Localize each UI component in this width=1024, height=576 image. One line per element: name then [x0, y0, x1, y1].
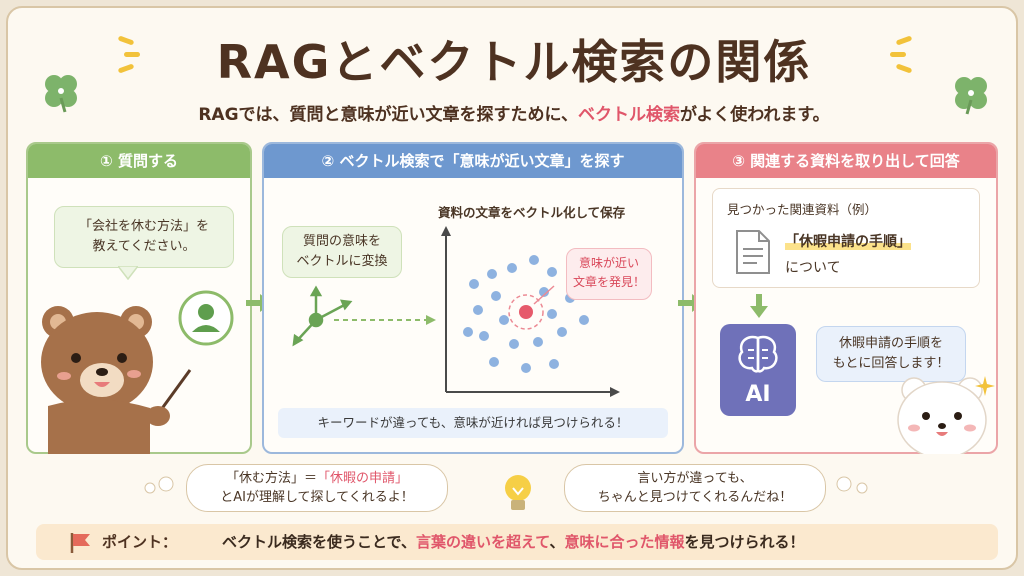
- found-title: 見つかった関連資料（例）: [727, 202, 878, 217]
- document-vector-dot: [479, 331, 489, 341]
- convert-line: ベクトルに変換: [296, 254, 388, 269]
- point-label: ポイント：: [102, 533, 178, 551]
- document-vector-dot: [547, 267, 557, 277]
- thought-line: ちゃんと見つけてくれるんだね！: [597, 490, 793, 505]
- document-vector-dot: [499, 315, 509, 325]
- question-line: 教えてください。: [92, 239, 196, 254]
- document-about: について: [785, 260, 841, 276]
- brain-icon: [738, 335, 778, 373]
- notice-bar: キーワードが違っても、意味が近ければ見つけられる！: [278, 408, 668, 438]
- question-line: 「会社を休む方法」を: [78, 219, 209, 234]
- found-line: 文章を発見！: [572, 275, 645, 289]
- down-arrow-icon: [750, 294, 768, 318]
- document-vector-dot: [547, 309, 557, 319]
- document-vector-dot: [533, 337, 543, 347]
- clover-icon: [955, 77, 987, 115]
- answer-bubble: 休暇申請の手順を もとに回答します！: [816, 326, 966, 382]
- question-bubble: 「会社を休む方法」を 教えてください。: [54, 206, 234, 268]
- document-vector-dot: [549, 359, 559, 369]
- white-bear-illustration: [897, 377, 987, 454]
- infographic-frame: RAGとベクトル検索の関係 RAGでは、質問と意味が近い文章を探すために、ベクト…: [6, 6, 1018, 570]
- found-line: 意味が近い: [578, 256, 639, 270]
- convert-line: 質問の意味を: [302, 234, 381, 249]
- page-title: RAGとベクトル検索の関係: [216, 35, 812, 89]
- step3-panel: ③ 関連する資料を取り出して回答 見つかった関連資料（例） 「休暇申請の手順」 …: [694, 142, 998, 454]
- document-name: 「休暇申請の手順」: [785, 234, 911, 250]
- answer-line: もとに回答します！: [832, 356, 950, 371]
- vector-space-plot: [441, 226, 620, 397]
- found-document-box: 見つかった関連資料（例） 「休暇申請の手順」 について: [712, 188, 980, 288]
- page-subtitle: RAGでは、質問と意味が近い文章を探すために、ベクトル検索がよく使われます。: [198, 105, 830, 125]
- thought-bubble-left: 「休む方法」＝「休暇の申請」 とAIが理解して探してくれるよ！: [186, 464, 448, 512]
- sparkle-icon: [975, 376, 995, 396]
- step1-header: ① 質問する: [28, 144, 250, 178]
- document-vector-dot: [489, 357, 499, 367]
- flag-icon: [70, 533, 90, 553]
- step2-header: ② ベクトル検索で「意味が近い文章」を探す: [264, 144, 682, 178]
- document-vector-dot: [521, 363, 531, 373]
- bubble-tail: [118, 266, 138, 280]
- thought-line: 言い方が違っても、: [637, 471, 753, 486]
- document-vector-dot: [487, 269, 497, 279]
- thought-dots: [836, 476, 868, 494]
- ai-icon: AI: [720, 324, 796, 416]
- document-vector-dot: [509, 339, 519, 349]
- sparkle-ray: [890, 52, 906, 57]
- query-vector-icon: [292, 285, 436, 347]
- thought-bubble-right: 言い方が違っても、 ちゃんと見つけてくれるんだね！: [564, 464, 826, 512]
- thought-dots: [144, 476, 174, 494]
- step1-panel: ① 質問する 「会社を休む方法」を 教えてください。: [26, 142, 252, 454]
- lightbulb-icon: [505, 475, 531, 510]
- document-vector-dot: [579, 315, 589, 325]
- point-text: ベクトル検索を使うことで、言葉の違いを超えて、意味に合った情報を見つけられる！: [222, 533, 805, 551]
- plot-title: 資料の文章をベクトル化して保存: [438, 205, 626, 220]
- convert-bubble: 質問の意味を ベクトルに変換: [282, 226, 402, 278]
- brown-bear-illustration: [41, 306, 192, 454]
- document-vector-dot: [557, 327, 567, 337]
- step2-panel: ② ベクトル検索で「意味が近い文章」を探す 質問の意味を ベクトルに変換 資料の…: [262, 142, 684, 454]
- ai-label: AI: [745, 382, 771, 407]
- document-icon: [736, 230, 770, 274]
- thought-line: とAIが理解して探してくれるよ！: [220, 490, 414, 505]
- document-vector-dot: [539, 287, 549, 297]
- answer-line: 休暇申請の手順を: [838, 336, 943, 351]
- document-vector-dot: [491, 291, 501, 301]
- step3-header: ③ 関連する資料を取り出して回答: [696, 144, 996, 178]
- sparkle-ray: [124, 52, 140, 57]
- document-vector-dot: [507, 263, 517, 273]
- document-vector-dot: [473, 305, 483, 315]
- document-vector-dot: [469, 279, 479, 289]
- document-vector-dot: [463, 327, 473, 337]
- user-icon: [178, 290, 234, 346]
- found-bubble: 意味が近い 文章を発見！: [566, 248, 652, 300]
- point-banner: ポイント： ベクトル検索を使うことで、言葉の違いを超えて、意味に合った情報を見つ…: [36, 524, 998, 560]
- document-vector-dot: [529, 255, 539, 265]
- clover-icon: [45, 75, 77, 113]
